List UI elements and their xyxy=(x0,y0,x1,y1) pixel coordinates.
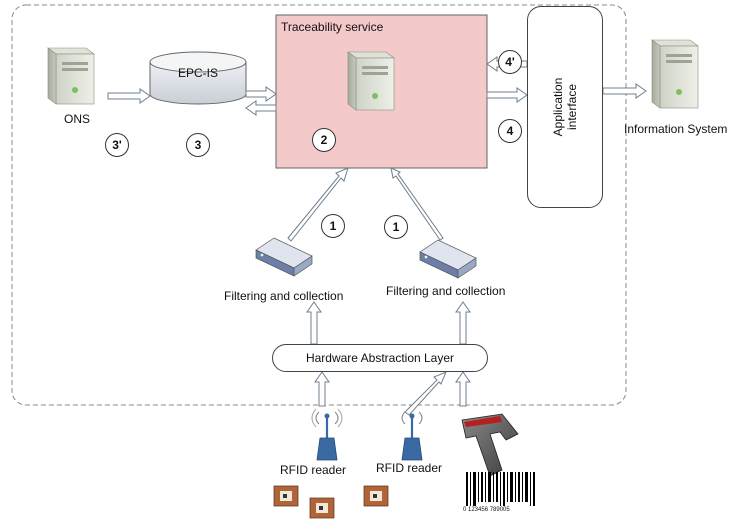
arrow-hal-to-filter-right xyxy=(455,301,471,345)
epc-is-database-icon xyxy=(149,51,247,105)
information-system-label: Information System xyxy=(624,122,728,136)
application-interface-label: Application interface xyxy=(551,77,579,137)
arrow-filter-right-to-service xyxy=(390,167,444,241)
step-2-badge: 2 xyxy=(312,128,336,152)
rfid-reader-left-icon xyxy=(311,408,343,461)
traceability-service-title: Traceability service xyxy=(281,20,384,34)
information-system-server-icon xyxy=(651,39,699,109)
system-boundary xyxy=(11,4,627,406)
arrow-epcis-to-service xyxy=(245,86,277,102)
rfid-tag-1-icon xyxy=(273,485,299,507)
step-3-prime-badge: 3' xyxy=(105,133,129,157)
filtering-collection-right-label: Filtering and collection xyxy=(386,284,506,298)
rfid-reader-right-label: RFID reader xyxy=(376,461,443,475)
barcode-icon xyxy=(466,472,535,506)
rfid-reader-left-label: RFID reader xyxy=(280,463,347,477)
filtering-device-left-icon xyxy=(255,237,313,277)
step-4-badge: 4 xyxy=(498,119,522,143)
arrow-rfid-left-to-hal xyxy=(314,371,330,407)
arrow-ons-to-epcis xyxy=(107,88,151,104)
arrow-hal-to-filter-left xyxy=(306,301,322,345)
rfid-reader-right-icon xyxy=(401,411,423,461)
hardware-abstraction-layer-label: Hardware Abstraction Layer xyxy=(305,351,455,365)
filtering-collection-left-label: Filtering and collection xyxy=(224,289,344,303)
arrow-app-to-infosystem xyxy=(602,83,647,99)
rfid-tag-3-icon xyxy=(363,485,389,507)
barcode-scanner-icon xyxy=(461,413,519,477)
step-1-left-badge: 1 xyxy=(321,214,345,238)
step-3-badge: 3 xyxy=(186,133,210,157)
filtering-device-right-icon xyxy=(419,239,477,279)
traceability-server-icon xyxy=(347,51,395,111)
hardware-abstraction-layer: Hardware Abstraction Layer xyxy=(272,344,488,372)
arrow-service-to-epcis xyxy=(245,100,277,116)
application-interface-box xyxy=(527,6,603,208)
ons-server-icon xyxy=(47,47,95,105)
rfid-tag-2-icon xyxy=(309,497,335,519)
step-1-right-badge: 1 xyxy=(384,215,408,239)
arrow-filter-left-to-service xyxy=(287,167,349,242)
step-4-prime-badge: 4' xyxy=(498,50,522,74)
arrow-rfid-right-to-hal xyxy=(404,371,447,416)
arrow-service-to-app xyxy=(486,87,528,103)
arrow-scanner-to-hal xyxy=(455,371,471,407)
epc-is-label: EPC-IS xyxy=(177,66,218,80)
ons-label: ONS xyxy=(64,112,91,126)
barcode-digits: 0 123456 789005 xyxy=(463,507,510,513)
